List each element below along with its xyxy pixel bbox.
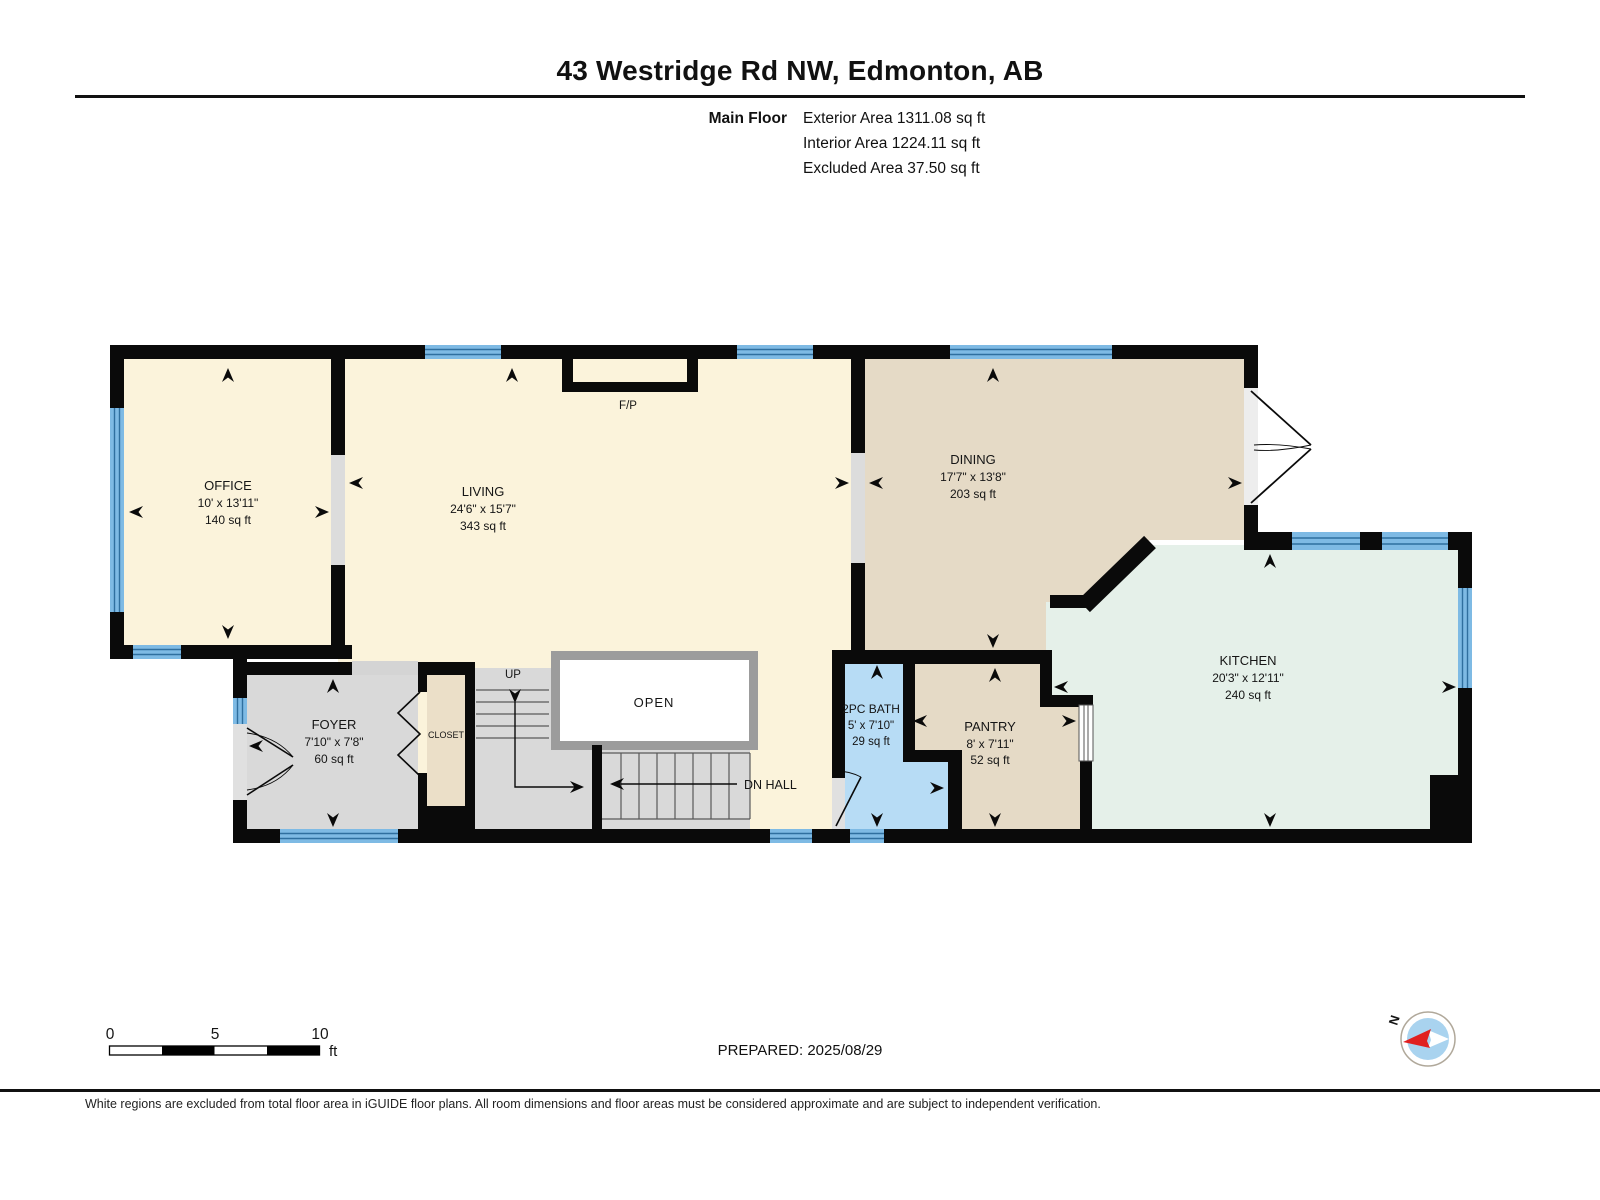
room-dims: 10' x 13'11": [198, 496, 259, 510]
compass-icon: N: [1388, 1011, 1456, 1067]
stair-arrows: [509, 689, 737, 793]
header-divider: [75, 95, 1525, 98]
open-label: OPEN: [634, 695, 675, 710]
fireplace: [562, 359, 698, 392]
room-name: KITCHEN: [1219, 653, 1276, 668]
room-dims: 8' x 7'11": [966, 737, 1013, 751]
room-area: 240 sq ft: [1225, 688, 1272, 702]
prepared-date: PREPARED: 2025/08/29: [717, 1042, 883, 1059]
room-area: 60 sq ft: [314, 752, 354, 766]
diagonal-wall: [1078, 535, 1156, 613]
pantry-sliding-door: [1078, 704, 1094, 762]
bath-door: [835, 776, 862, 827]
door-openings: [233, 388, 1258, 829]
excluded-area: Excluded Area 37.50 sq ft: [802, 160, 980, 177]
exterior-area: Exterior Area 1311.08 sq ft: [802, 110, 986, 127]
room-name: OFFICE: [204, 478, 252, 493]
room-area: 140 sq ft: [205, 513, 252, 527]
room-area: 203 sq ft: [950, 487, 997, 501]
room-kitchen: KITCHEN 20'3" x 12'11" 240 sq ft: [1212, 653, 1284, 702]
floor-stats: Main Floor Exterior Area 1311.08 sq ft I…: [0, 106, 1600, 181]
room-area: 343 sq ft: [460, 519, 507, 533]
open-to-below: [551, 651, 758, 750]
scale-tick-10: 10: [311, 1026, 329, 1043]
stairs-up-treads: [476, 689, 549, 739]
room-dims: 20'3" x 12'11": [1212, 671, 1284, 685]
scale-tick-0: 0: [106, 1026, 115, 1043]
fireplace-label: F/P: [619, 400, 637, 412]
french-doors: [1250, 390, 1312, 504]
up-label: UP: [505, 669, 521, 681]
closet-label: CLOSET: [428, 730, 465, 740]
room-name: DINING: [950, 452, 996, 467]
room-area: 29 sq ft: [852, 736, 891, 748]
windows: [110, 345, 1472, 843]
room-dims: 5' x 7'10": [848, 720, 894, 732]
room-name: FOYER: [312, 717, 357, 732]
disclaimer-text: White regions are excluded from total fl…: [85, 1097, 1101, 1111]
room-name: PANTRY: [964, 719, 1016, 734]
room-dims: 17'7" x 13'8": [940, 470, 1006, 484]
room-name: LIVING: [462, 484, 505, 499]
room-dims: 7'10" x 7'8": [304, 735, 363, 749]
page-title: 43 Westridge Rd NW, Edmonton, AB: [556, 55, 1044, 86]
scale-tick-5: 5: [211, 1026, 220, 1043]
room-pantry: PANTRY 8' x 7'11" 52 sq ft: [964, 719, 1016, 767]
scale-bar: 0 5 10 ft: [106, 1026, 338, 1060]
room-foyer: FOYER 7'10" x 7'8" 60 sq ft: [304, 717, 363, 766]
scale-unit: ft: [329, 1043, 338, 1060]
footer-divider: [0, 1089, 1600, 1092]
room-living: LIVING 24'6" x 15'7" 343 sq ft: [450, 484, 516, 533]
floor-label: Main Floor: [708, 110, 787, 127]
closet-bifold-door: [396, 691, 422, 777]
room-office: OFFICE 10' x 13'11" 140 sq ft: [198, 478, 259, 527]
room-name: 2PC BATH: [842, 702, 900, 716]
room-area: 52 sq ft: [970, 753, 1010, 767]
dn-hall-label: DN HALL: [744, 778, 797, 792]
interior-area: Interior Area 1224.11 sq ft: [802, 135, 981, 152]
room-dining: DINING 17'7" x 13'8" 203 sq ft: [940, 452, 1006, 501]
room-bath: 2PC BATH 5' x 7'10" 29 sq ft: [842, 702, 900, 748]
stairs-down-treads: [602, 752, 751, 820]
compass-north-label: N: [1388, 1013, 1403, 1027]
room-dims: 24'6" x 15'7": [450, 502, 516, 516]
room-labels: OFFICE 10' x 13'11" 140 sq ft LIVING 24'…: [198, 400, 1284, 792]
door-swings: [246, 390, 1312, 827]
